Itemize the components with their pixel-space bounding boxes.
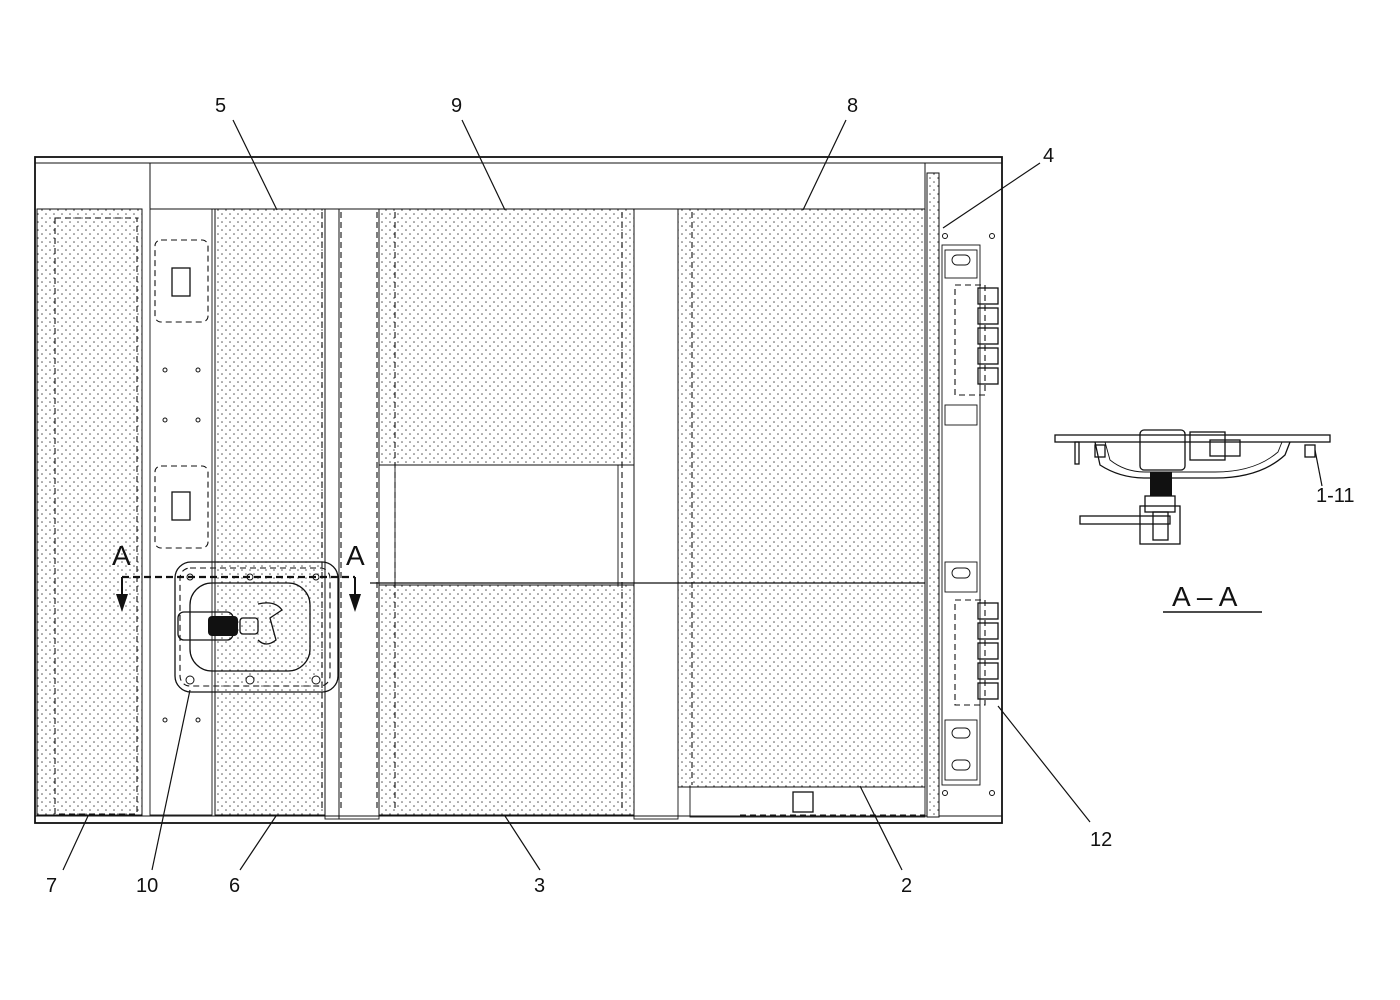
section-cut-line [116, 575, 361, 612]
callout-7: 7 [46, 875, 57, 897]
hinge-upper [977, 287, 999, 385]
panel-2 [677, 208, 926, 788]
section-marker-left: A [112, 540, 131, 571]
callout-9: 9 [451, 95, 462, 117]
section-view [1054, 429, 1331, 545]
outer-frame [34, 156, 1003, 824]
callout-8: 8 [847, 95, 858, 117]
panel-6 [214, 208, 326, 816]
panel-3-lower [378, 584, 635, 816]
callout-5: 5 [215, 95, 226, 117]
hinge-rail [941, 244, 981, 786]
callout-10: 10 [136, 875, 158, 897]
callout-12: 12 [1090, 829, 1112, 851]
vertical-post [149, 208, 213, 816]
panel-7 [36, 208, 143, 816]
callout-2: 2 [901, 875, 912, 897]
callout-1-11: 1-11 [1316, 485, 1355, 507]
panel-3-upper [378, 208, 635, 466]
callout-3: 3 [534, 875, 545, 897]
callout-4: 4 [1043, 145, 1054, 167]
section-title: A – A [1172, 581, 1238, 612]
leader-lines [62, 119, 1091, 871]
latch-assembly [174, 561, 339, 693]
callout-6: 6 [229, 875, 240, 897]
section-marker-right: A [346, 540, 365, 571]
hinge-lower [977, 602, 999, 700]
main-panel-assembly [34, 156, 1003, 824]
